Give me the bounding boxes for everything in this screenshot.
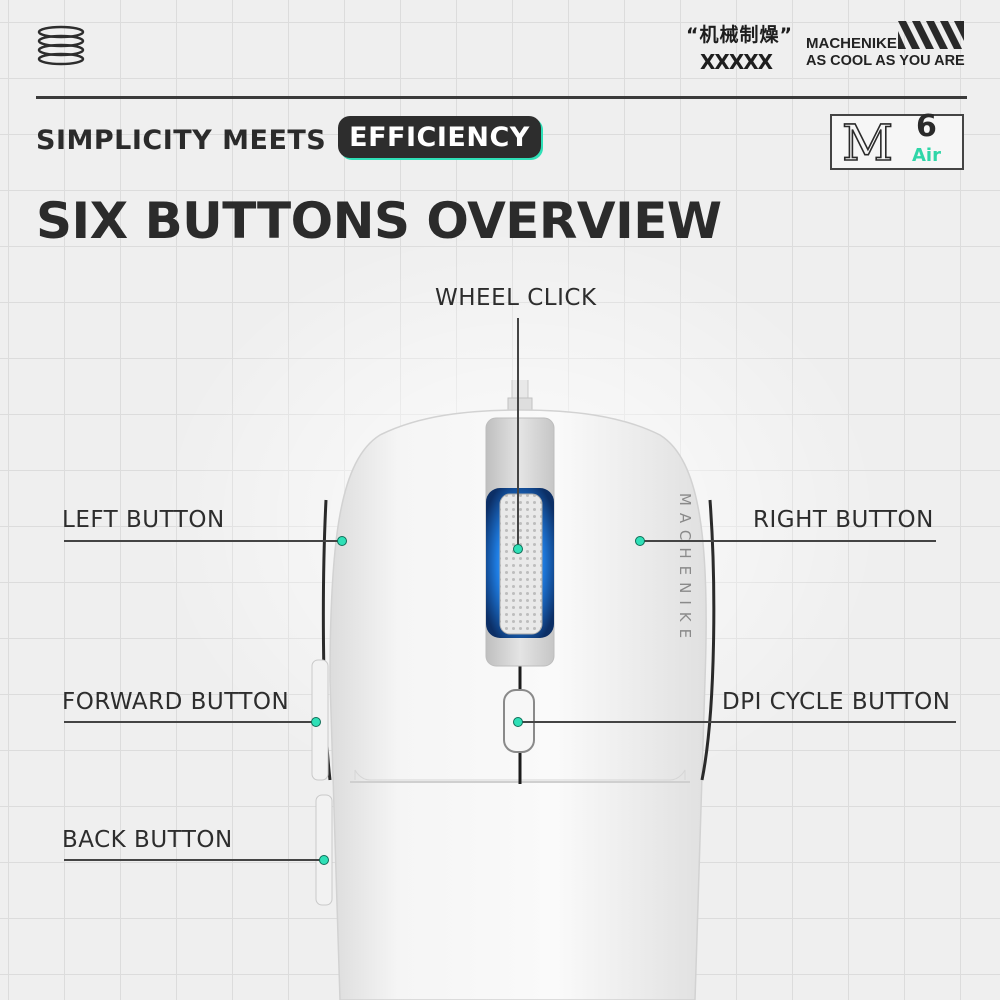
leader-back xyxy=(64,859,322,861)
mouse-brand-vertical: MACHENIKE xyxy=(676,492,694,646)
hotspot-right-button[interactable] xyxy=(635,536,645,546)
brand-x-marks: XXXXX xyxy=(700,50,773,74)
leader-left xyxy=(64,540,340,542)
brand-chinese-title: “机械制燥” xyxy=(686,24,793,46)
leader-wheel xyxy=(517,318,519,548)
model-number: 6 xyxy=(916,109,937,144)
diagonal-stripes-icon xyxy=(898,21,964,49)
callout-back-button: BACK BUTTON xyxy=(62,827,233,853)
header-divider xyxy=(36,96,967,99)
model-badge: M 6 Air xyxy=(830,110,964,172)
hotspot-back-button[interactable] xyxy=(319,855,329,865)
callout-right-button: RIGHT BUTTON xyxy=(753,507,934,533)
page-headline: SIX BUTTONS OVERVIEW xyxy=(36,192,722,250)
leader-right xyxy=(640,540,936,542)
tagline-prefix: SIMPLICITY MEETS xyxy=(36,125,327,156)
leader-dpi xyxy=(518,721,956,723)
callout-forward-button: FORWARD BUTTON xyxy=(62,689,290,715)
callout-left-button: LEFT BUTTON xyxy=(62,507,225,533)
hotspot-forward-button[interactable] xyxy=(311,717,321,727)
callout-dpi-button: DPI CYCLE BUTTON xyxy=(722,689,951,715)
stacked-rings-icon xyxy=(37,25,85,66)
hotspot-dpi-button[interactable] xyxy=(513,717,523,727)
hotspot-wheel[interactable] xyxy=(513,544,523,554)
model-letter: M xyxy=(841,114,894,172)
model-suffix: Air xyxy=(912,145,941,166)
brand-slogan: AS COOL AS YOU ARE xyxy=(806,53,965,69)
callout-wheel-click: WHEEL CLICK xyxy=(435,285,597,311)
mouse-illustration xyxy=(311,380,716,1000)
brand-name: MACHENIKE xyxy=(806,35,897,52)
hotspot-left-button[interactable] xyxy=(337,536,347,546)
leader-forward xyxy=(64,721,314,723)
tagline-highlight-pill: EFFICIENCY xyxy=(338,116,541,158)
